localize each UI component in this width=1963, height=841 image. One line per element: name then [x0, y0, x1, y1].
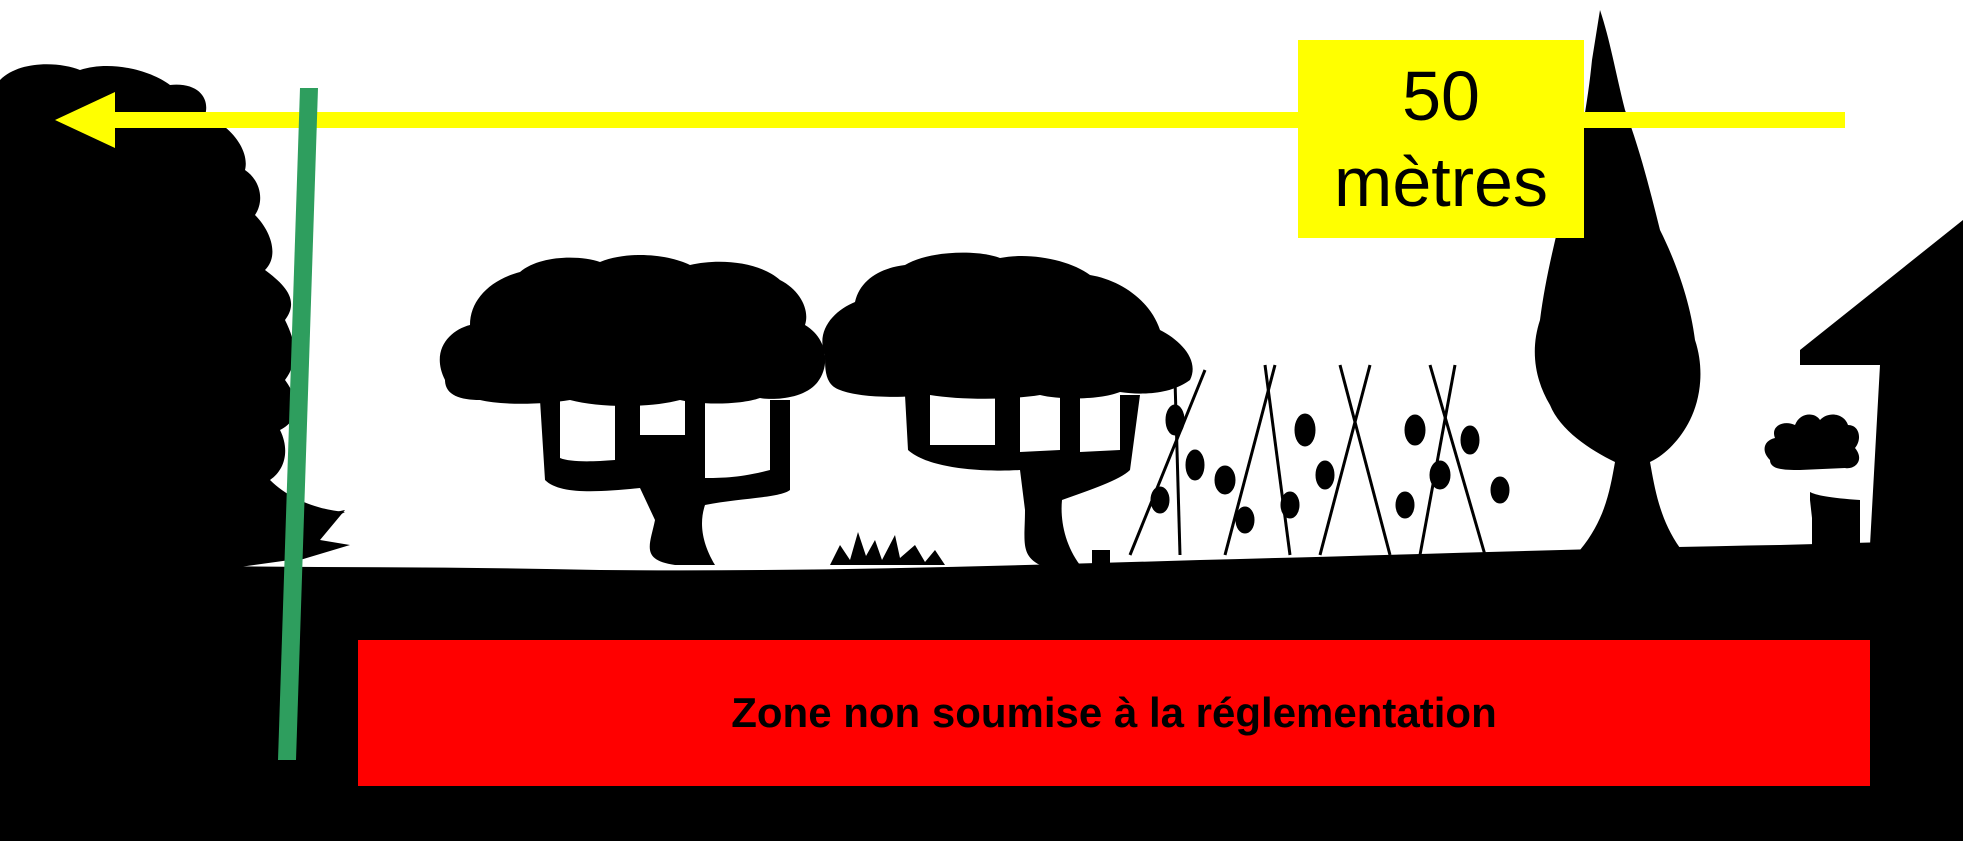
distance-unit: mètres — [1334, 143, 1548, 221]
house-silhouette — [1764, 220, 1963, 560]
grass-tufts — [830, 532, 1110, 566]
climbing-plants — [1128, 364, 1510, 556]
tree-silhouette-2 — [822, 252, 1193, 565]
tree-silhouette-1 — [439, 254, 826, 565]
limit-line — [278, 88, 318, 760]
distance-label: 50 mètres — [1298, 40, 1584, 238]
zone-banner: Zone non soumise à la réglementation — [358, 640, 1870, 786]
cypress-silhouette — [1534, 10, 1701, 550]
zone-label: Zone non soumise à la réglementation — [731, 689, 1497, 736]
distance-value: 50 — [1402, 57, 1480, 135]
